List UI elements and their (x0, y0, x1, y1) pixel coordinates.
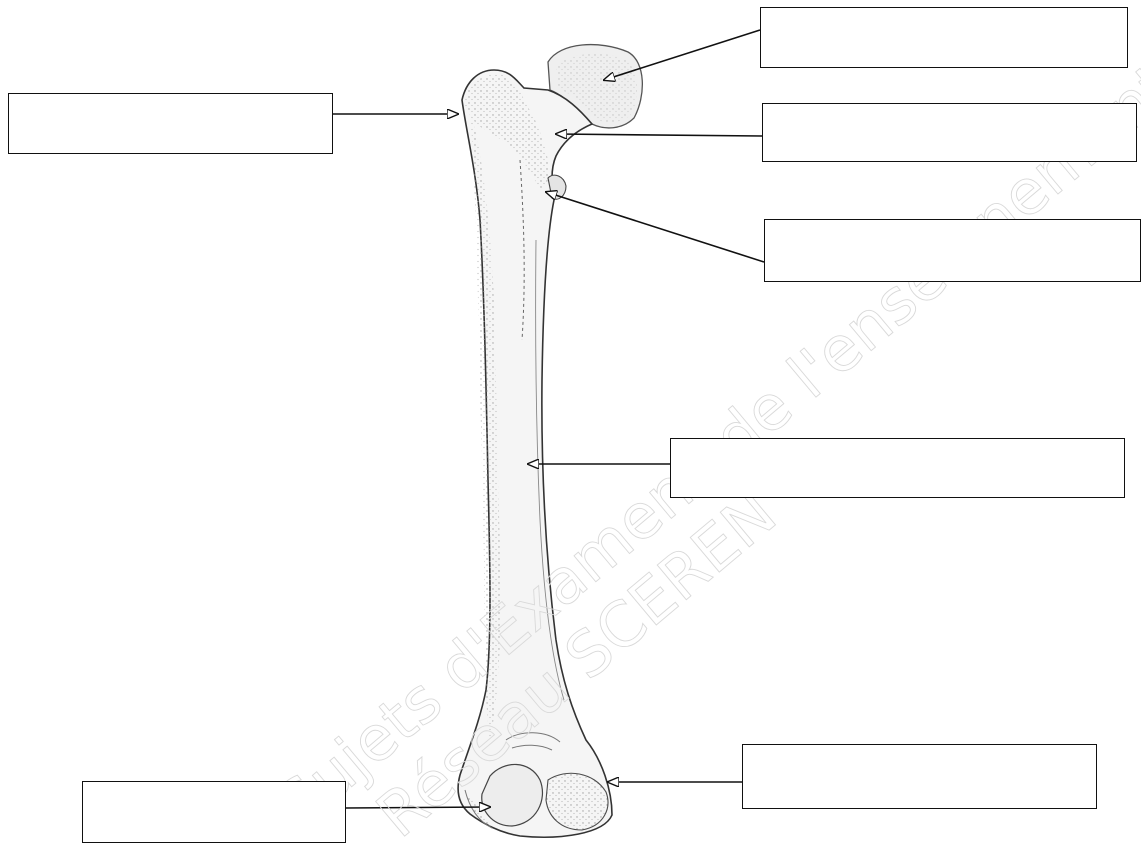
leader-lesser-trochanter (546, 192, 764, 262)
label-lateral-condyle[interactable] (742, 744, 1097, 809)
label-lesser-trochanter[interactable] (764, 219, 1141, 282)
label-femoral-neck[interactable] (762, 103, 1137, 162)
femur-bone (458, 45, 642, 838)
label-diaphysis[interactable] (670, 438, 1125, 498)
leader-medial-epicondyle (346, 807, 490, 808)
label-medial-epicondyle[interactable] (82, 781, 346, 843)
label-femoral-head[interactable] (760, 7, 1128, 68)
label-greater-trochanter[interactable] (8, 93, 333, 154)
leader-femoral-neck (556, 134, 762, 136)
